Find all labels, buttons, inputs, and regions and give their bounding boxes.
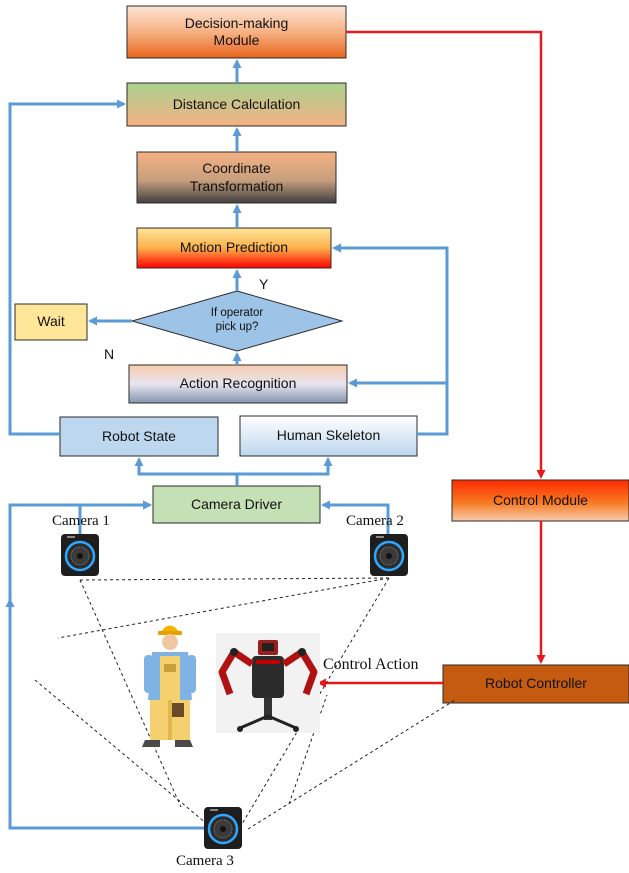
decision-question-line2: pick up? (215, 321, 259, 334)
robot-state-label: Robot State (102, 427, 176, 444)
action-recognition-label: Action Recognition (179, 375, 297, 392)
robot-icon (216, 633, 320, 733)
worker-icon (142, 625, 196, 747)
human-skeleton-box: Human Skeleton (240, 416, 417, 456)
human-skeleton-label: Human Skeleton (276, 427, 381, 444)
camera-icon (204, 807, 242, 849)
motion-prediction-box: Motion Prediction (137, 228, 331, 268)
distance-calculation-label: Distance Calculation (172, 95, 301, 112)
control-module-box-fill (451, 479, 629, 522)
control-module-label: Control Module (493, 491, 588, 508)
camera-driver-box: Camera Driver (153, 486, 320, 523)
distance-box-fill (126, 82, 347, 127)
decision-making-module-label: Decision-making Module (184, 14, 289, 49)
distance-calculation-box: Distance Calculation (127, 83, 346, 126)
flow-connectors (5, 59, 449, 830)
robot-state-box: Robot State (60, 417, 218, 456)
wait-label: Wait (37, 313, 65, 330)
wait-box: Wait (15, 304, 87, 340)
coordinate-transformation-box: Coordinate Transformation (137, 152, 336, 203)
control-action-label: Control Action (323, 656, 419, 673)
decision-diamond-text: If operator pick up? (187, 306, 287, 335)
no-branch-label: N (104, 346, 115, 362)
robot-state-box-fill (59, 416, 219, 457)
action-box-fill (128, 364, 348, 404)
camera-driver-box-fill (152, 485, 321, 524)
camera-3-label: Camera 3 (176, 853, 234, 869)
robot-controller-box-fill (442, 664, 629, 704)
camera-icon (61, 534, 99, 576)
control-module-box: Control Module (452, 480, 629, 521)
yes-branch-label: Y (259, 276, 269, 292)
decision-diamond (130, 290, 344, 352)
robot-controller-label: Robot Controller (485, 675, 587, 692)
camera-driver-label: Camera Driver (190, 495, 282, 512)
action-recognition-box: Action Recognition (129, 365, 347, 403)
motion-prediction-label: Motion Prediction (179, 239, 289, 256)
human-skeleton-box-fill (239, 415, 418, 457)
decision-box-fill (126, 5, 347, 59)
motion-box-fill (136, 227, 332, 269)
camera-icon (370, 534, 408, 576)
robot-controller-box: Robot Controller (443, 665, 629, 703)
wait-box-fill (14, 303, 88, 341)
decision-making-module-box: Decision-making Module (127, 6, 346, 58)
coordinate-transformation-label: Coordinate Transformation (189, 160, 284, 194)
control-connectors (317, 30, 546, 688)
camera-2-label: Camera 2 (346, 513, 404, 529)
decision-question-line1: If operator (210, 307, 264, 319)
camera-1-label: Camera 1 (52, 513, 110, 529)
